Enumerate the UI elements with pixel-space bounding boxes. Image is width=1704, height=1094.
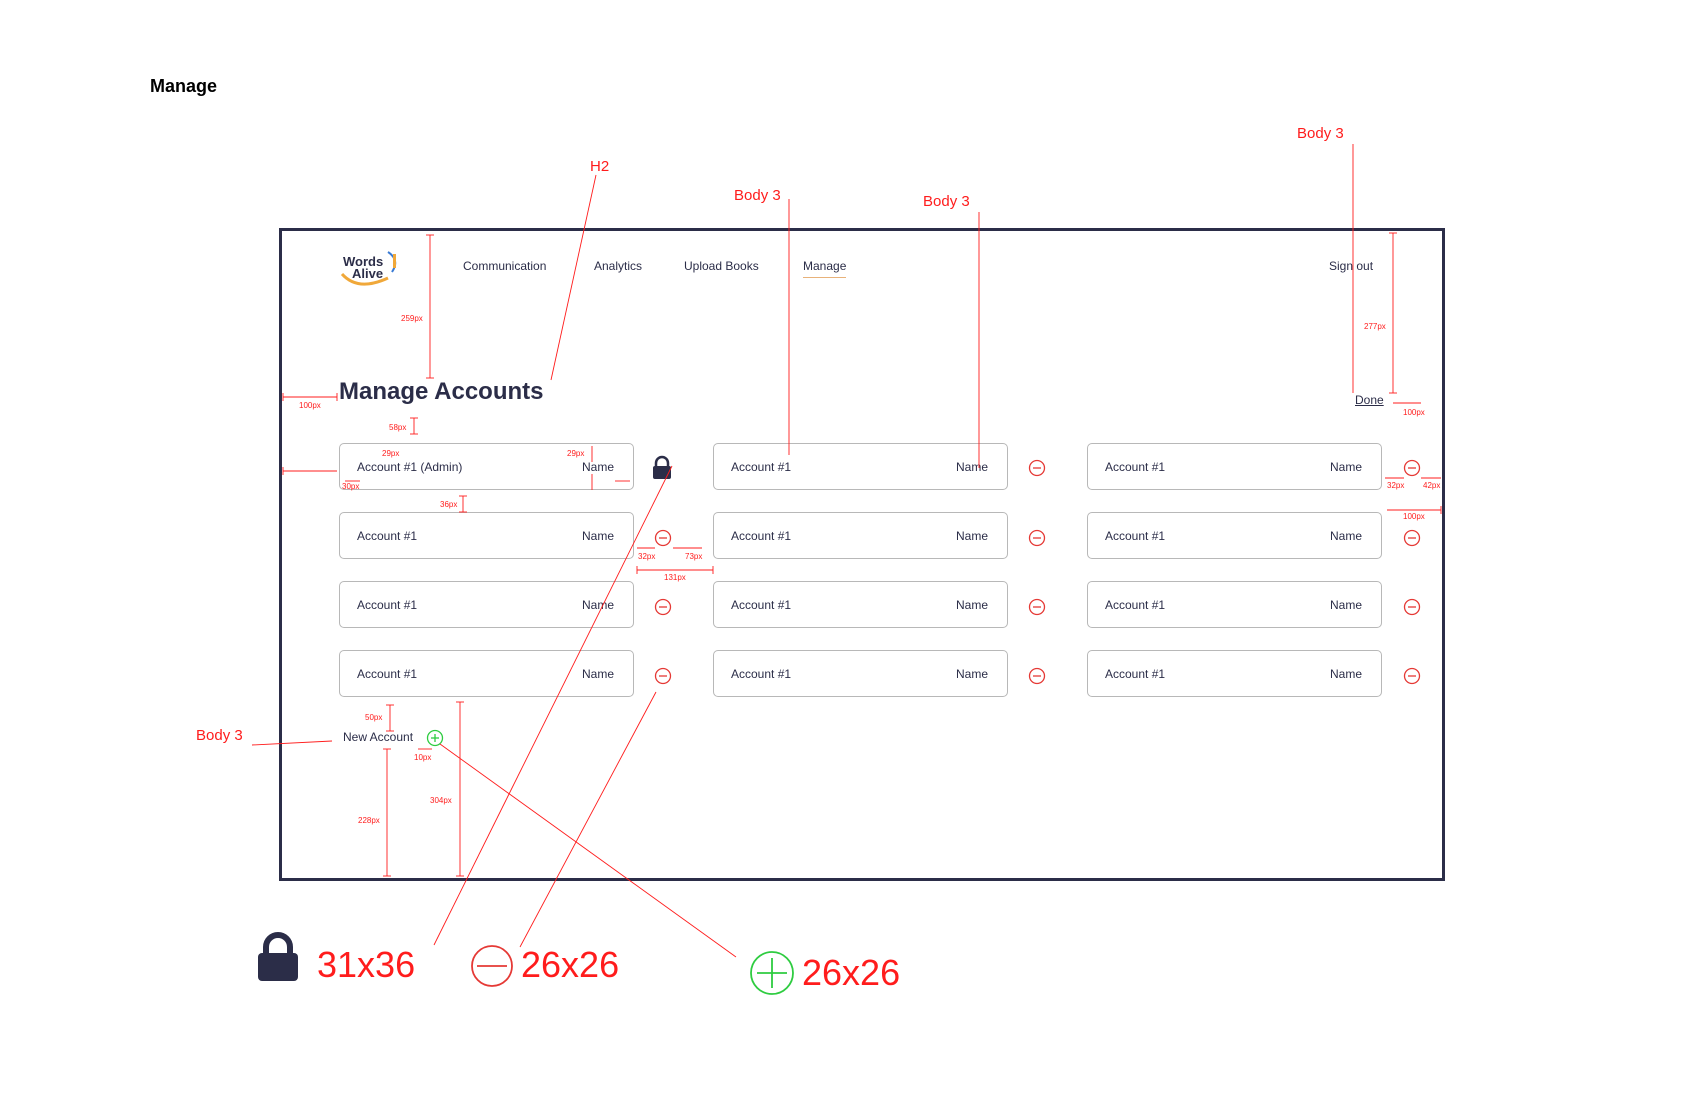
nav-upload-books[interactable]: Upload Books [684, 259, 759, 273]
annotation-body3: Body 3 [196, 727, 243, 744]
account-field[interactable]: Account #1 Name [339, 581, 634, 628]
account-label: Account #1 (Admin) [357, 460, 463, 474]
account-field[interactable]: Account #1 Name [1087, 443, 1382, 490]
manage-accounts-heading: Manage Accounts [339, 378, 544, 405]
name-label: Name [1329, 460, 1362, 474]
remove-account-icon[interactable] [1028, 667, 1046, 685]
account-field[interactable]: Account #1 Name [1087, 581, 1382, 628]
account-field[interactable]: Account #1 Name [1087, 650, 1382, 697]
remove-account-icon[interactable] [1403, 598, 1421, 616]
dim-label: 277px [1364, 322, 1386, 331]
annotation-body3: Body 3 [1297, 125, 1344, 142]
name-label: Name [581, 460, 614, 474]
nav-analytics[interactable]: Analytics [594, 259, 643, 273]
account-label: Account #1 [357, 667, 418, 681]
lock-icon[interactable] [653, 455, 671, 479]
account-label: Account #1 [731, 529, 792, 543]
dim-label: 42px [1423, 481, 1441, 490]
admin-account-field[interactable]: Account #1 (Admin) Name [339, 443, 634, 490]
minus-size-label: 26x26 [521, 944, 620, 985]
account-label: Account #1 [1105, 460, 1166, 474]
dim-label: 259px [401, 314, 423, 323]
account-field[interactable]: Account #1 Name [713, 443, 1008, 490]
remove-account-icon[interactable] [654, 529, 672, 547]
account-field[interactable]: Account #1 Name [339, 650, 634, 697]
account-field[interactable]: Account #1 Name [713, 650, 1008, 697]
minus-icon-legend [471, 945, 513, 987]
account-field[interactable]: Account #1 Name [339, 512, 634, 559]
remove-account-icon[interactable] [1028, 598, 1046, 616]
add-account-icon[interactable] [426, 729, 444, 747]
dim-label: 36px [440, 500, 458, 509]
remove-account-icon[interactable] [1028, 459, 1046, 477]
lock-icon-legend [258, 932, 298, 981]
plus-icon-legend [750, 951, 794, 995]
lock-size-label: 31x36 [317, 944, 416, 985]
name-label: Name [1329, 598, 1362, 612]
dim-label: 73px [685, 552, 703, 561]
dim-label: 228px [358, 816, 380, 825]
name-label: Name [955, 529, 988, 543]
app-frame [279, 228, 1445, 881]
name-label: Name [581, 598, 614, 612]
nav-communication[interactable]: Communication [463, 259, 547, 273]
annotation-body3: Body 3 [734, 187, 781, 204]
name-label: Name [955, 460, 988, 474]
dim-label: 29px [382, 449, 400, 458]
annotation-h2: H2 [590, 158, 610, 175]
account-field[interactable]: Account #1 Name [713, 512, 1008, 559]
name-label: Name [955, 598, 988, 612]
dim-label: 10px [414, 753, 432, 762]
name-label: Name [1329, 667, 1362, 681]
new-account-label[interactable]: New Account [343, 730, 414, 744]
remove-account-icon[interactable] [1403, 459, 1421, 477]
logo-icon [340, 251, 397, 286]
leader-lines [251, 144, 1442, 958]
annotation-body3: Body 3 [923, 193, 970, 210]
remove-account-icon[interactable] [654, 667, 672, 685]
dim-label: 32px [1387, 481, 1405, 490]
dim-label: 50px [365, 713, 383, 722]
dim-label: 30px [342, 482, 360, 491]
account-label: Account #1 [1105, 667, 1166, 681]
logo-text-bottom: Alive [352, 266, 384, 281]
logo-text-top: Words [343, 254, 384, 269]
sign-out-link[interactable]: Sign out [1329, 259, 1374, 273]
name-label: Name [581, 667, 614, 681]
name-label: Name [1329, 529, 1362, 543]
dim-label: 29px [567, 449, 585, 458]
dim-label: 100px [1403, 408, 1425, 417]
account-label: Account #1 [1105, 529, 1166, 543]
done-button[interactable]: Done [1355, 393, 1384, 407]
account-field[interactable]: Account #1 Name [1087, 512, 1382, 559]
remove-account-icon[interactable] [1403, 529, 1421, 547]
account-label: Account #1 [357, 598, 418, 612]
account-label: Account #1 [357, 529, 418, 543]
plus-size-label: 26x26 [802, 952, 901, 993]
dim-label: 100px [299, 401, 321, 410]
name-label: Name [581, 529, 614, 543]
account-label: Account #1 [731, 667, 792, 681]
account-label: Account #1 [731, 460, 792, 474]
name-label: Name [955, 667, 988, 681]
page-title: Manage [150, 76, 218, 96]
dim-label: 100px [1403, 512, 1425, 521]
dim-label: 58px [389, 423, 407, 432]
words-alive-logo[interactable]: Words Alive [338, 246, 404, 290]
dim-label: 131px [664, 573, 686, 582]
remove-account-icon[interactable] [1403, 667, 1421, 685]
remove-account-icon[interactable] [1028, 529, 1046, 547]
remove-account-icon[interactable] [654, 598, 672, 616]
nav-manage[interactable]: Manage [803, 259, 847, 278]
account-field[interactable]: Account #1 Name [713, 581, 1008, 628]
dim-label: 32px [638, 552, 656, 561]
dim-label: 304px [430, 796, 452, 805]
account-label: Account #1 [731, 598, 792, 612]
account-label: Account #1 [1105, 598, 1166, 612]
